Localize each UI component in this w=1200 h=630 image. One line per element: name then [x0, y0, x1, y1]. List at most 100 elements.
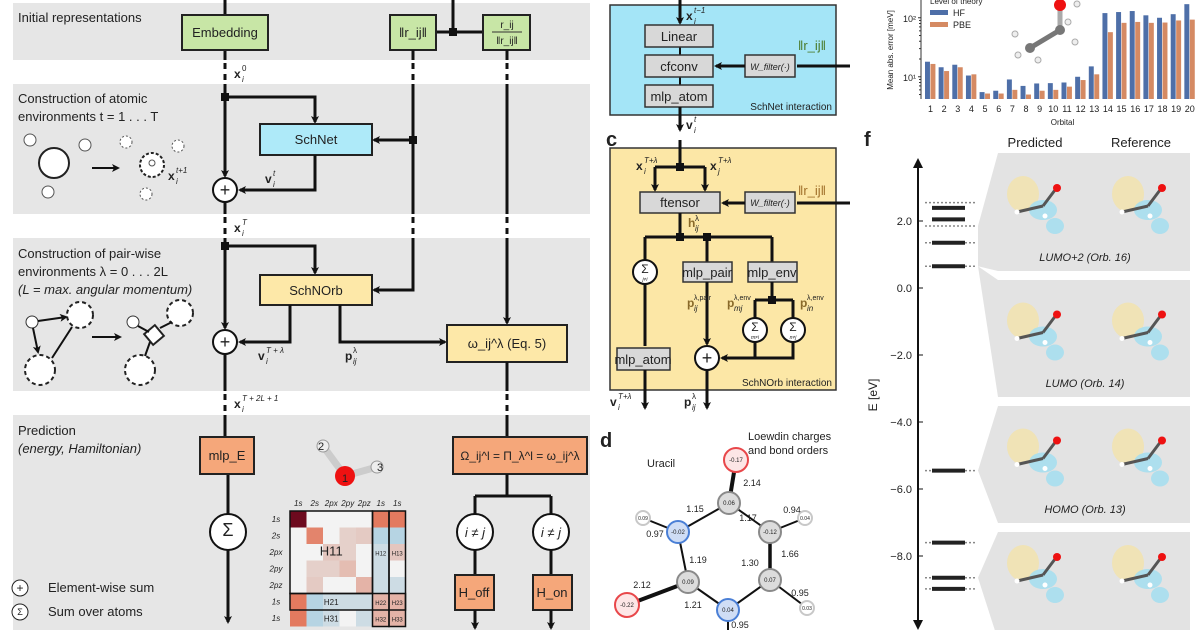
x-tick-label: 13	[1089, 104, 1099, 114]
predicted-orbital-image	[1007, 302, 1064, 361]
predicted-orbital-image	[1007, 176, 1064, 234]
p-env-in-label: p	[800, 296, 807, 310]
x-tick-label: 7	[1010, 104, 1015, 114]
bond-order-label: 0.95	[731, 620, 749, 630]
x-tick-label: 5	[983, 104, 988, 114]
matrix-cell	[372, 511, 389, 528]
label-xt1: x	[168, 169, 175, 183]
bond-order-label: 1.21	[684, 600, 702, 610]
atom-charge: -0.22	[620, 603, 634, 609]
matrix-block-label: H31	[324, 615, 339, 624]
bar-hf	[952, 64, 958, 99]
label-x0-sup: 0	[242, 64, 247, 73]
bar-pbe	[1189, 19, 1195, 99]
matrix-cell	[290, 527, 307, 544]
matrix-cell	[323, 511, 340, 528]
matrix-cell	[372, 593, 389, 610]
water-molecule: 1 2 3	[316, 439, 384, 486]
label-xt1-sup: t+1	[176, 166, 187, 175]
y-tick-label: 0.0	[897, 283, 912, 295]
section-atomic-2: environments t = 1 . . . T	[18, 109, 158, 124]
h-label-sub: ij	[695, 224, 699, 233]
bar-hf	[1075, 76, 1081, 99]
sum-glyph: Σ	[222, 520, 233, 540]
output-p-sup: λ	[692, 392, 696, 401]
matrix-col-label: 1s	[294, 499, 302, 508]
x-tick-label: 15	[1117, 104, 1127, 114]
uracil-graph: 2.141.151.170.970.941.191.662.121.301.21…	[614, 447, 815, 630]
sum-glyph: Σ	[751, 320, 758, 334]
section-prediction-2: (energy, Hamiltonian)	[18, 441, 141, 456]
atom-charge: 0.07	[764, 578, 776, 584]
x-tick-label: 3	[955, 104, 960, 114]
bar-pbe	[1012, 89, 1018, 99]
ethanol-molecule	[1011, 0, 1081, 64]
atom-O	[723, 447, 749, 473]
bar-hf	[1047, 83, 1053, 99]
label-xT-sup: T	[242, 218, 248, 227]
label-xT2L: x	[234, 397, 241, 411]
matrix-row-label: 2s	[271, 532, 280, 541]
input-x: x	[686, 9, 693, 23]
matrix-cell	[356, 593, 373, 610]
matrix-cell	[306, 577, 323, 594]
p-pair-label: p	[687, 296, 694, 310]
matrix-cell	[323, 527, 340, 544]
x-axis-label: Orbital	[1051, 118, 1075, 127]
sum-glyph: Σ	[789, 320, 796, 334]
block-border	[388, 510, 407, 628]
x-tick-label: 9	[1037, 104, 1042, 114]
output-v: v	[610, 395, 617, 409]
atom-label-2: 2	[318, 441, 324, 453]
matrix-cell	[323, 544, 340, 561]
matrix-row-label: 1s	[272, 614, 280, 623]
matrix-cell	[372, 527, 389, 544]
panel-letter-d: d	[600, 430, 612, 452]
reference-orbital-image	[1112, 545, 1169, 603]
bar-pbe	[930, 63, 936, 99]
block-border	[289, 592, 407, 611]
legend-swatch	[930, 22, 948, 27]
atom-charge: -0.12	[763, 530, 777, 536]
matrix-cell	[290, 610, 307, 627]
wfilter-label: W_filter(·)	[750, 198, 790, 208]
distance-label: ‖r_ij‖	[399, 25, 427, 40]
x-tick-label: 2	[942, 104, 947, 114]
matrix-cell	[290, 593, 307, 610]
matrix-cell	[389, 593, 406, 610]
bar-hf	[1102, 13, 1108, 99]
oxygen-atom	[1054, 0, 1066, 11]
bar-pbe	[1135, 21, 1141, 99]
x-tick-label: 19	[1171, 104, 1181, 114]
matrix-cell	[306, 560, 323, 577]
orbital-label: LUMO+2 (Orb. 16)	[1039, 252, 1131, 264]
bar-hf	[993, 90, 999, 99]
p-pair-sub: ij	[694, 304, 698, 313]
matrix-cell	[356, 544, 373, 561]
p-env-mj-sub: mj	[734, 304, 743, 313]
offsite-condition: i ≠ j	[465, 525, 486, 540]
sum-index-n: n≠j	[790, 335, 798, 341]
matrix-row-label: 2px	[269, 548, 284, 557]
x-tick-label: 11	[1062, 104, 1071, 114]
matrix-block-label: H33	[392, 618, 404, 624]
x-tick-label: 1	[928, 104, 933, 114]
input-xi-sup: T+λ	[644, 156, 658, 165]
legend-sum-label: Sum over atoms	[48, 604, 143, 619]
bar-pbe	[1121, 22, 1127, 100]
matrix-cell	[323, 610, 340, 627]
legend-plus-label: Element-wise sum	[48, 580, 154, 595]
omega-box	[446, 324, 568, 363]
orbital-panel	[978, 266, 1190, 397]
matrix-cell	[339, 577, 356, 594]
label-xT2L-sup: T + 2L + 1	[242, 394, 278, 403]
x-tick-label: 12	[1076, 104, 1086, 114]
h-on-label: H_on	[536, 585, 567, 600]
predicted-orbital-image	[1007, 545, 1064, 603]
linear-box	[644, 24, 714, 48]
h-label-sup: λ	[695, 214, 699, 223]
mlp-atom-label: mlp_atom	[614, 352, 671, 367]
atom-C	[758, 568, 782, 592]
legend-label: PBE	[953, 20, 971, 30]
matrix-cell	[389, 577, 406, 594]
